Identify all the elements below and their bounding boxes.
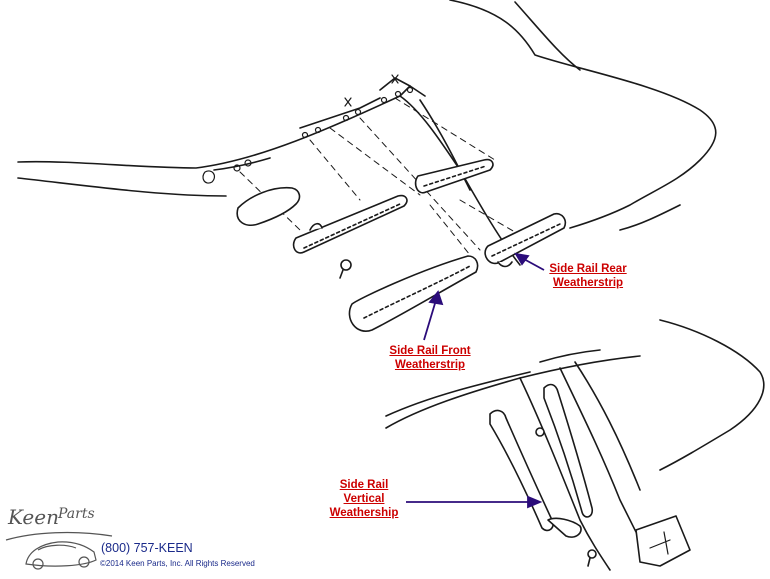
side-rail-front-upper (292, 194, 408, 254)
label-side-rail-vertical-weathership[interactable]: Side Rail Vertical Weathership (322, 478, 406, 520)
latch-bracket (635, 515, 691, 567)
arrow-front (423, 299, 437, 341)
label-side-rail-front-weatherstrip[interactable]: Side Rail Front Weatherstrip (381, 344, 479, 372)
copyright-text: ©2014 Keen Parts, Inc. All Rights Reserv… (100, 559, 255, 568)
arrowhead-front (428, 290, 444, 306)
svg-text:Keen: Keen (7, 505, 59, 529)
rail-fastener-marks (202, 74, 414, 184)
arrowhead-vertical (527, 495, 543, 509)
alignment-dash-lines (239, 97, 521, 256)
screw (339, 259, 352, 279)
label-side-rail-rear-weatherstrip[interactable]: Side Rail Rear Weatherstrip (542, 262, 634, 290)
label-vertical-line3: Weathership (329, 507, 399, 519)
arrowhead-rear (514, 252, 530, 266)
keen-parts-logo: Keen Parts (5, 505, 113, 570)
lower-screws (535, 427, 597, 567)
label-rear-line1: Side Rail Rear (549, 263, 627, 275)
side-rail-front-weatherstrip (348, 255, 479, 332)
side-rail-rear-weatherstrip (484, 212, 567, 268)
rail-bracket (236, 186, 301, 226)
side-rail-rear-upper (414, 158, 494, 194)
phone-number[interactable]: (800) 757-KEEN (101, 541, 193, 555)
label-front-line2: Weatherstrip (394, 359, 466, 371)
label-vertical-line2: Vertical (343, 493, 385, 505)
callout-arrows (406, 252, 545, 509)
svg-text:Parts: Parts (57, 506, 95, 522)
label-front-line1: Side Rail Front (389, 345, 471, 357)
label-rear-line2: Weatherstrip (552, 277, 624, 289)
label-vertical-line1: Side Rail (339, 479, 389, 491)
hardtop-outline (17, 0, 717, 266)
